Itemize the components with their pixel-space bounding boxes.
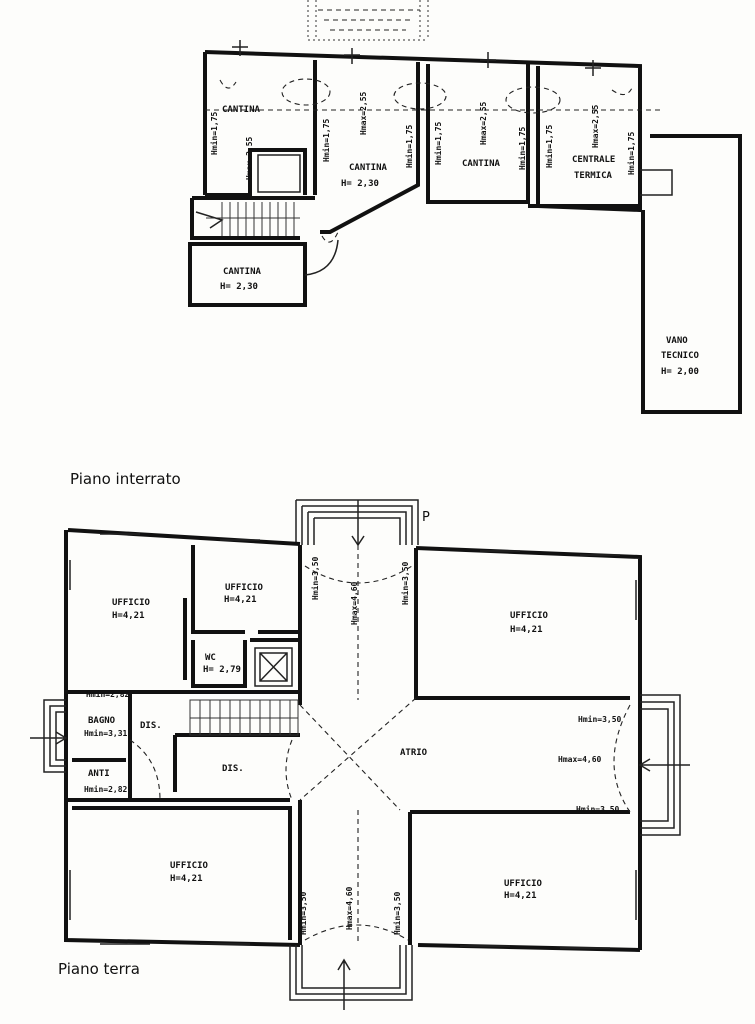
wall-left-service [66,690,300,802]
height-mark: Hmin=1,75 [209,111,219,155]
height-mark: Hmin=3,50 [310,556,320,600]
vano-tecnico-walls [641,134,742,414]
height-mark: Hmax=4,60 [345,886,354,930]
basement-cantina-4-walls [188,242,307,307]
basement-room-3 [426,64,530,204]
basement-centrale-label-2: TERMICA [574,171,613,181]
wc-label: WC [205,653,216,663]
basement-centrale-label-1: CENTRALE [572,155,615,165]
height-mark: Hmax=4,60 [350,581,359,625]
anti-height: Hmin=2,82 [84,784,128,794]
door-swing-top [304,565,413,584]
basement-outer-wall-top [204,50,642,213]
hmin-bagno-top: Hmin=2,82 [86,689,130,699]
ufficio-tl-height: H=4,21 [112,611,145,621]
top-right-mark: P [422,510,430,525]
height-mark: Hmin=1,75 [404,124,414,168]
height-mark: Hmax=2,55 [245,136,254,180]
basement-room-cantina-2-height: H= 2,30 [341,179,379,189]
height-mark: Hmax=2,55 [359,91,368,135]
hmin-right-bottom: Hmin=3,50 [576,804,620,814]
hmax-atrio-right: Hmax=4,60 [558,755,602,764]
wc-height: H= 2,79 [203,665,241,675]
basement-room-cantina-4-height: H= 2,30 [220,282,258,292]
ufficio-br-label: UFFICIO [504,879,543,889]
basement-room-cantina-3-label: CANTINA [462,159,501,169]
height-mark: Hmin=3,50 [298,891,308,935]
atrio-label: ATRIO [400,748,428,758]
ufficio-tr-height: H=4,21 [510,625,543,635]
height-mark: Hmin=1,75 [433,121,443,165]
bagno-height: Hmin=3,31 [84,728,128,738]
top-entrance-steps [295,499,419,547]
height-mark: Hmin=3,50 [392,891,402,935]
door-swing-bagno [129,739,161,801]
basement-top-ramp [307,0,429,41]
caption-piano-terra: Piano terra [58,960,140,978]
ground-stair [189,699,299,736]
basement-plan: CANTINA CANTINA H= 2,30 CANTINA CANTINA … [188,0,742,414]
basement-divider-2 [320,62,420,234]
dis-1-label: DIS. [140,721,162,731]
ufficio-bl-label: UFFICIO [170,861,209,871]
vano-tecnico-label-1: VANO [666,336,688,346]
basement-room-cantina-4-label: CANTINA [223,267,262,277]
height-mark: Hmin=1,75 [626,131,636,175]
bottom-entrance-steps [289,945,413,1010]
height-mark: Hmax=2,55 [479,101,488,145]
basement-room-cantina-1-label: CANTINA [222,105,261,115]
ufficio-br-height: H=4,21 [504,891,537,901]
height-mark: Hmin=3,50 [400,561,410,605]
caption-piano-interrato: Piano interrato [70,470,181,488]
ufficio-bl-height: H=4,21 [170,874,203,884]
elevator [254,647,293,687]
basement-inner-block [205,148,307,197]
ufficio-tr-label: UFFICIO [510,611,549,621]
ufficio-tm-height: H=4,21 [224,595,257,605]
ground-plan: P [30,499,690,1010]
door-swing-bottom [304,924,409,941]
door-swing-right [613,704,631,813]
height-mark: Hmin=1,75 [517,126,527,170]
bagno-label: BAGNO [88,716,116,726]
wall-office-tr [414,548,630,700]
height-mark: Hmin=1,75 [321,118,331,162]
basement-stair [190,196,315,240]
door-swing-dis [285,739,293,801]
basement-room-cantina-2-label: CANTINA [349,163,388,173]
wall-office-bl [72,806,292,940]
vano-tecnico-label-2: TECNICO [661,351,700,361]
wall-office-br [408,810,630,945]
vano-tecnico-duct [640,169,673,196]
height-mark: Hmin=1,75 [544,124,554,168]
ufficio-tl-label: UFFICIO [112,598,151,608]
ground-outer-wall [64,528,642,952]
anti-label: ANTI [88,769,110,779]
height-mark: Hmax=2,55 [591,104,600,148]
atrio-diagonals [299,545,417,945]
left-entrance-steps [43,699,66,773]
hmin-right-top: Hmin=3,50 [578,714,622,724]
vano-tecnico-height: H= 2,00 [661,367,699,377]
ufficio-tm-label: UFFICIO [225,583,264,593]
dis-2-label: DIS. [222,764,244,774]
basement-door-swing [304,239,339,276]
